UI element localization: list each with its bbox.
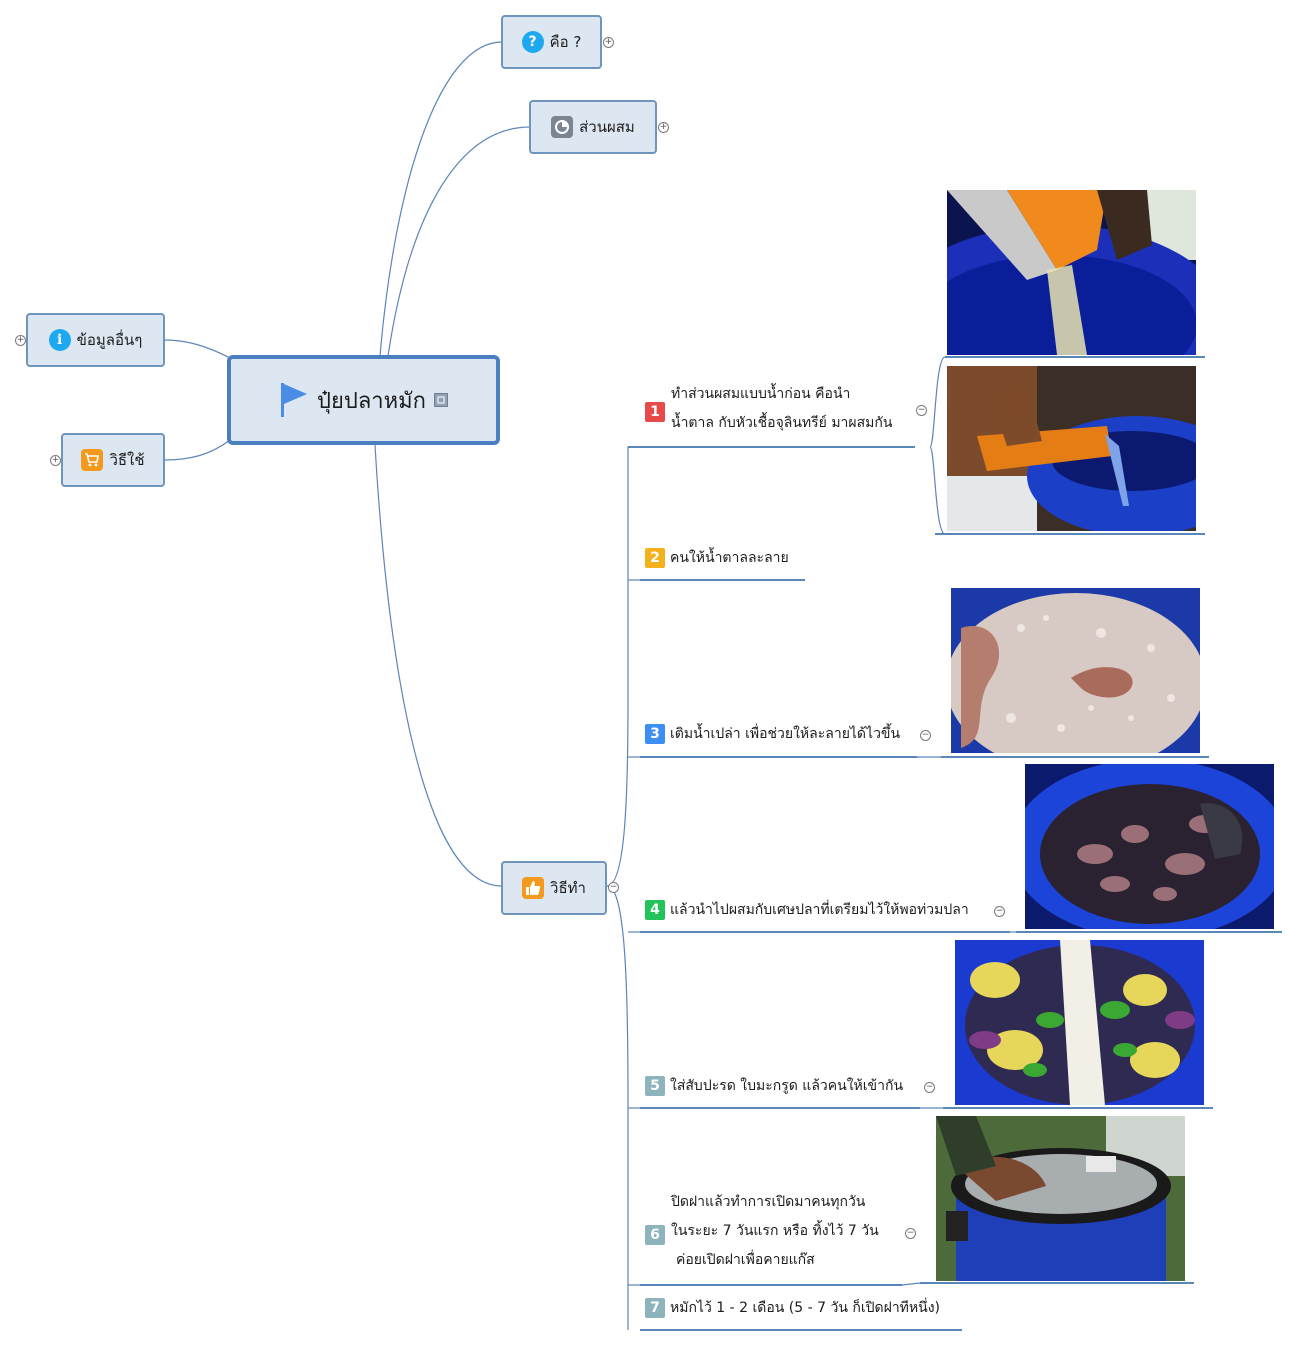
info-icon: i (48, 329, 71, 351)
topic-what-is[interactable]: ? คือ ? (501, 15, 602, 69)
step-number-badge: 6 (645, 1225, 665, 1245)
topic-method[interactable]: วิธีทำ (501, 861, 607, 915)
link-what-is (379, 41, 503, 357)
step-number-badge: 5 (645, 1076, 665, 1096)
expand-toggle-other-info[interactable]: + (15, 335, 26, 346)
step-3[interactable]: 3 เติมน้ำเปล่า เพื่อช่วยให้ละลายได้ไวขึ้น (645, 720, 900, 749)
collapse-toggle-step-5[interactable]: − (924, 1082, 935, 1093)
photo-foamy-mixture[interactable] (951, 588, 1200, 753)
flag-icon (281, 383, 307, 417)
step-text-line: หมักไว้ 1 - 2 เดือน (5 - 7 วัน ก็เปิดฝาท… (670, 1300, 940, 1316)
collapse-toggle-step-1[interactable]: − (916, 405, 927, 416)
pie-chart-icon (551, 116, 574, 138)
central-topic[interactable]: ปุ๋ยปลาหมัก (227, 355, 500, 445)
photo-pouring-sugar[interactable] (947, 190, 1196, 355)
expand-toggle-usage[interactable]: + (50, 455, 61, 466)
step-text-line: คนให้น้ำตาลละลาย (670, 550, 789, 566)
link-other-info (163, 339, 231, 359)
photo-closed-lid-barrel[interactable] (936, 1116, 1185, 1281)
step-1[interactable]: 1 ทำส่วนผสมแบบน้ำก่อน คือนำ น้ำตาล กับหั… (645, 380, 892, 438)
topic-ingredients-label: ส่วนผสม (579, 118, 635, 136)
step-text-line: น้ำตาล กับหัวเชื้อจุลินทรีย์ มาผสมกัน (671, 415, 893, 431)
link-usage (163, 439, 231, 461)
question-icon: ? (521, 31, 544, 53)
step-text-line: เติมน้ำเปล่า เพื่อช่วยให้ละลายได้ไวขึ้น (670, 726, 901, 742)
notes-icon[interactable] (433, 393, 448, 407)
topic-other-info-label: ข้อมูลอื่นๆ (76, 331, 143, 349)
expand-toggle-what-is[interactable]: + (603, 37, 614, 48)
expand-toggle-ingredients[interactable]: + (658, 122, 669, 133)
step-text-line: แล้วนำไปผสมกับเศษปลาที่เตรียมไว้ให้พอท่ว… (670, 902, 969, 918)
step-4[interactable]: 4 แล้วนำไปผสมกับเศษปลาที่เตรียมไว้ให้พอท่… (645, 896, 969, 925)
collapse-toggle-step-3[interactable]: − (920, 730, 931, 741)
step-number-badge: 1 (645, 402, 665, 422)
step-text-line: ใส่สับปะรด ใบมะกรูด แล้วคนให้เข้ากัน (670, 1078, 904, 1094)
central-topic-title: ปุ๋ยปลาหมัก (317, 388, 426, 414)
topic-usage[interactable]: วิธีใช้ (61, 433, 165, 487)
step-number-badge: 4 (645, 900, 665, 920)
link-ingredients (387, 126, 531, 357)
cart-icon (81, 449, 104, 471)
step-text-line: ปิดฝาแล้วทำการเปิดมาคนทุกวัน (671, 1194, 866, 1210)
photo-pouring-microbe-solution[interactable] (947, 366, 1196, 531)
step-7[interactable]: 7 หมักไว้ 1 - 2 เดือน (5 - 7 วัน ก็เปิดฝา… (645, 1294, 940, 1323)
thumbs-up-icon (522, 877, 545, 899)
step-5[interactable]: 5 ใส่สับปะรด ใบมะกรูด แล้วคนให้เข้ากัน (645, 1072, 903, 1101)
step-number-badge: 3 (645, 724, 665, 744)
step-number-badge: 7 (645, 1298, 665, 1318)
collapse-toggle-method[interactable]: − (608, 882, 619, 893)
topic-other-info[interactable]: i ข้อมูลอื่นๆ (26, 313, 165, 367)
collapse-toggle-step-6[interactable]: − (905, 1228, 916, 1239)
step-6[interactable]: 6 ปิดฝาแล้วทำการเปิดมาคนทุกวัน ในระยะ 7 … (645, 1188, 879, 1275)
link-method (374, 444, 503, 887)
step-text-line: ในระยะ 7 วันแรก หรือ ทิ้งไว้ 7 วัน (671, 1223, 879, 1239)
photo-fish-scraps[interactable] (1025, 764, 1274, 929)
collapse-toggle-step-4[interactable]: − (994, 906, 1005, 917)
topic-usage-label: วิธีใช้ (109, 451, 145, 469)
topic-ingredients[interactable]: ส่วนผสม (529, 100, 657, 154)
step-2[interactable]: 2 คนให้น้ำตาลละลาย (645, 544, 789, 573)
topic-method-label: วิธีทำ (550, 879, 586, 897)
photo-pineapple-kaffir-leaves[interactable] (955, 940, 1204, 1105)
step-number-badge: 2 (645, 548, 665, 568)
topic-what-is-label: คือ ? (549, 33, 582, 51)
step-text-line: ค่อยเปิดฝาเพื่อคายแก๊ส (676, 1252, 815, 1268)
step-text-line: ทำส่วนผสมแบบน้ำก่อน คือนำ (671, 386, 851, 402)
